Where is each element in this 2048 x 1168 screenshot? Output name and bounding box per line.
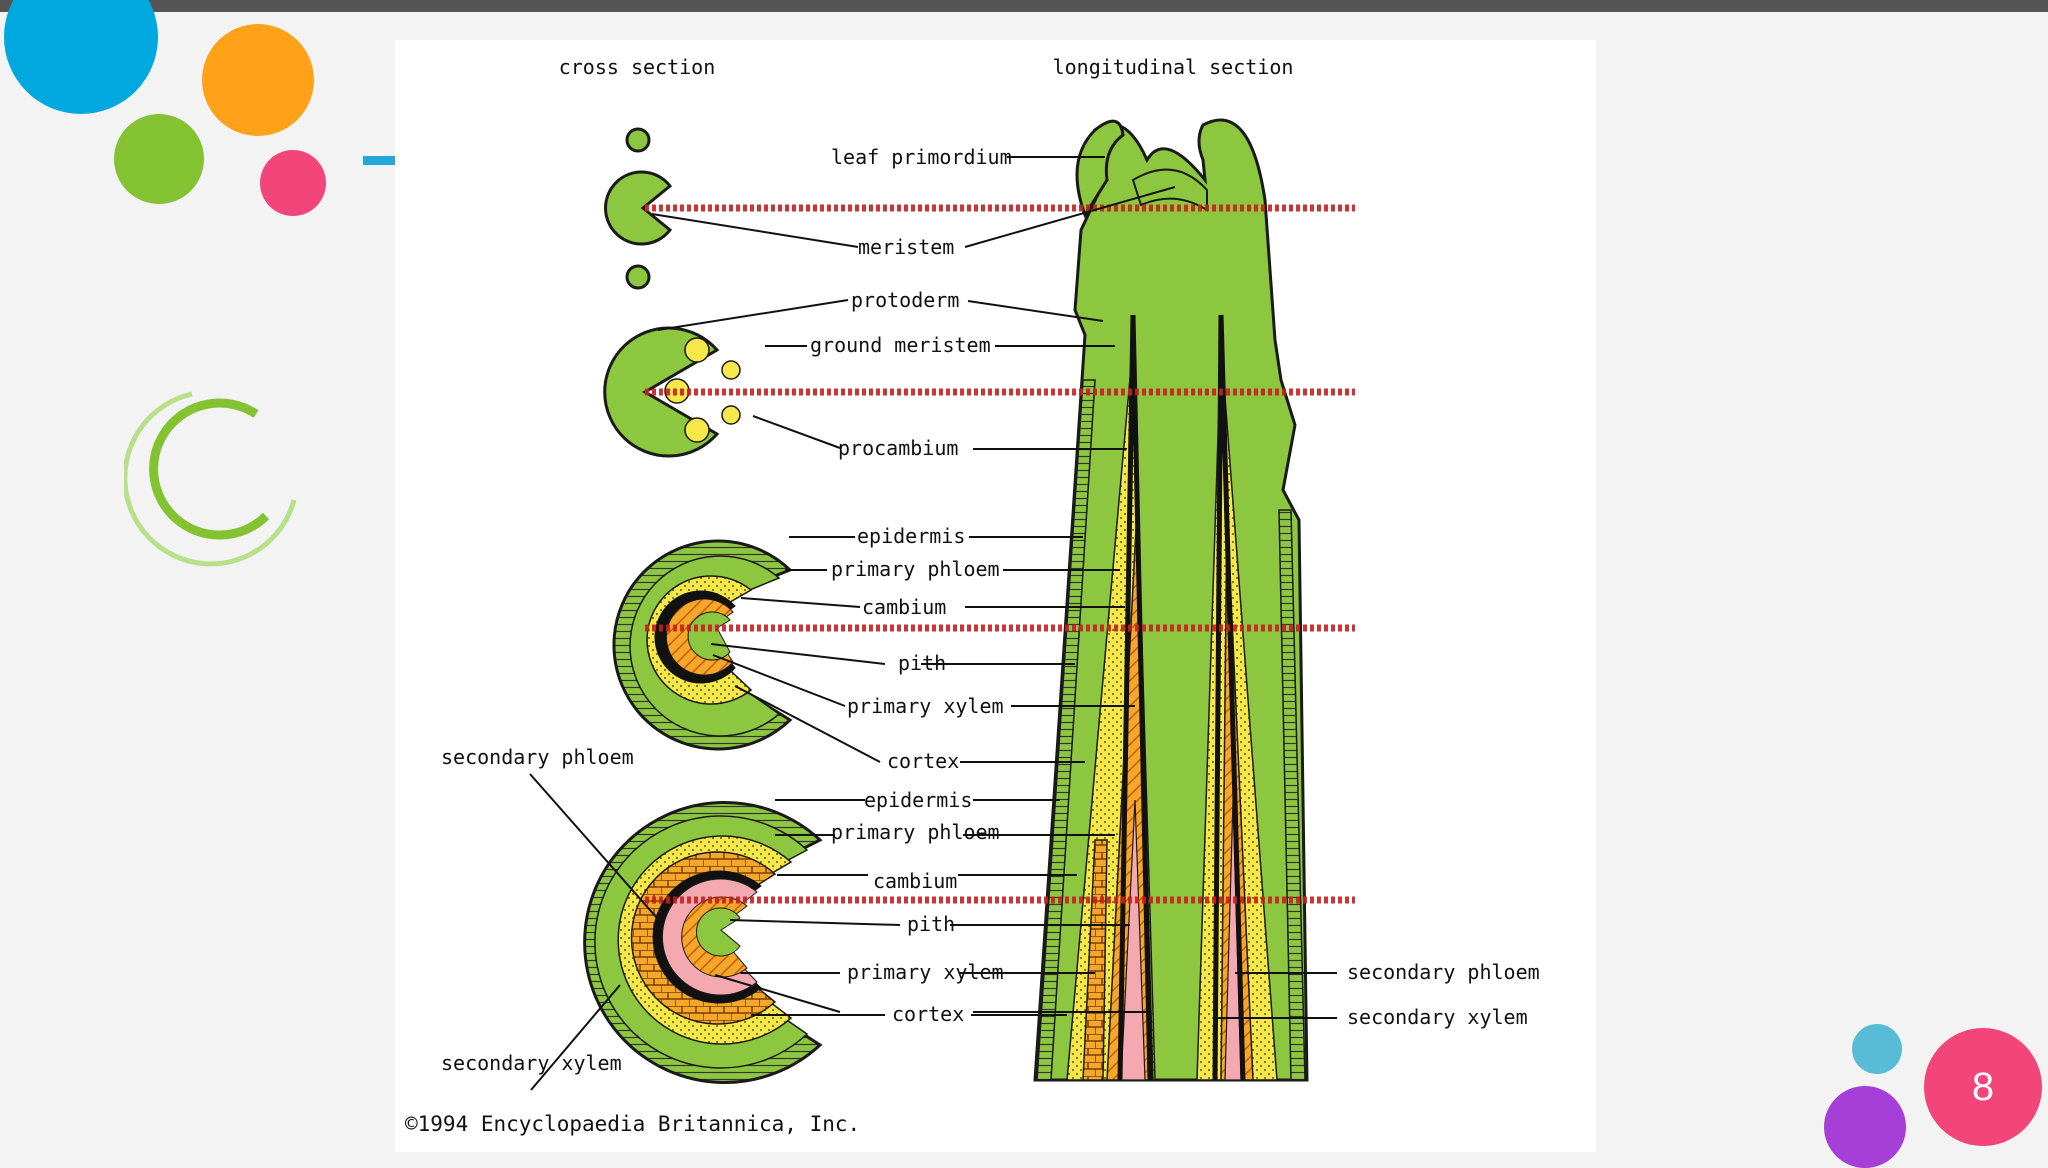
label-primary-phloem-1: primary phloem bbox=[831, 557, 1000, 581]
decor-circle-orange bbox=[202, 24, 314, 136]
label-cambium-2: cambium bbox=[873, 869, 957, 893]
leader-lines bbox=[529, 156, 1337, 1091]
decor-circle-purple bbox=[1824, 1086, 1906, 1168]
label-epidermis-1: epidermis bbox=[857, 524, 965, 548]
longitudinal-section-drawing bbox=[1033, 118, 1309, 1082]
decor-circle-blue bbox=[4, 0, 158, 114]
cross-section-drawings bbox=[583, 127, 823, 1084]
label-secondary-xylem-right: secondary xylem bbox=[1347, 1005, 1528, 1029]
stem-diagram-svg: cross section longitudinal section bbox=[441, 55, 1540, 1091]
label-primary-xylem-2: primary xylem bbox=[847, 960, 1004, 984]
diagram-labels: leaf primordium meristem protoderm groun… bbox=[441, 145, 1540, 1075]
accent-dash bbox=[363, 156, 395, 165]
page-number-badge: 8 bbox=[1924, 1028, 2042, 1146]
copyright-text: ©1994 Encyclopaedia Britannica, Inc. bbox=[405, 1112, 861, 1136]
label-cambium-1: cambium bbox=[862, 595, 946, 619]
label-primary-phloem-2: primary phloem bbox=[831, 820, 1000, 844]
decor-circle-green bbox=[114, 114, 204, 204]
label-epidermis-2: epidermis bbox=[864, 788, 972, 812]
label-pith-1: pith bbox=[898, 651, 946, 675]
label-procambium: procambium bbox=[838, 436, 958, 460]
label-protoderm: protoderm bbox=[851, 288, 959, 312]
label-leaf-primordium: leaf primordium bbox=[831, 145, 1012, 169]
page-number: 8 bbox=[1971, 1064, 1995, 1109]
label-secondary-xylem-left: secondary xylem bbox=[441, 1051, 622, 1075]
decor-circle-pink bbox=[260, 150, 326, 216]
top-bar bbox=[0, 0, 2048, 12]
decor-circle-light-blue bbox=[1852, 1024, 1902, 1074]
label-meristem: meristem bbox=[858, 235, 954, 259]
label-cortex-2: cortex bbox=[892, 1002, 964, 1026]
label-secondary-phloem-right: secondary phloem bbox=[1347, 960, 1540, 984]
stem-diagram: cross section longitudinal section bbox=[395, 40, 1596, 1152]
label-pith-2: pith bbox=[907, 912, 955, 936]
header-longitudinal-section: longitudinal section bbox=[1053, 55, 1294, 79]
label-ground-meristem: ground meristem bbox=[810, 333, 991, 357]
header-cross-section: cross section bbox=[559, 55, 716, 79]
loading-ring-icon bbox=[124, 391, 297, 567]
label-primary-xylem-1: primary xylem bbox=[847, 694, 1004, 718]
section-guide-lines bbox=[645, 204, 1355, 904]
label-secondary-phloem-left: secondary phloem bbox=[441, 745, 634, 769]
label-cortex-1: cortex bbox=[887, 749, 959, 773]
